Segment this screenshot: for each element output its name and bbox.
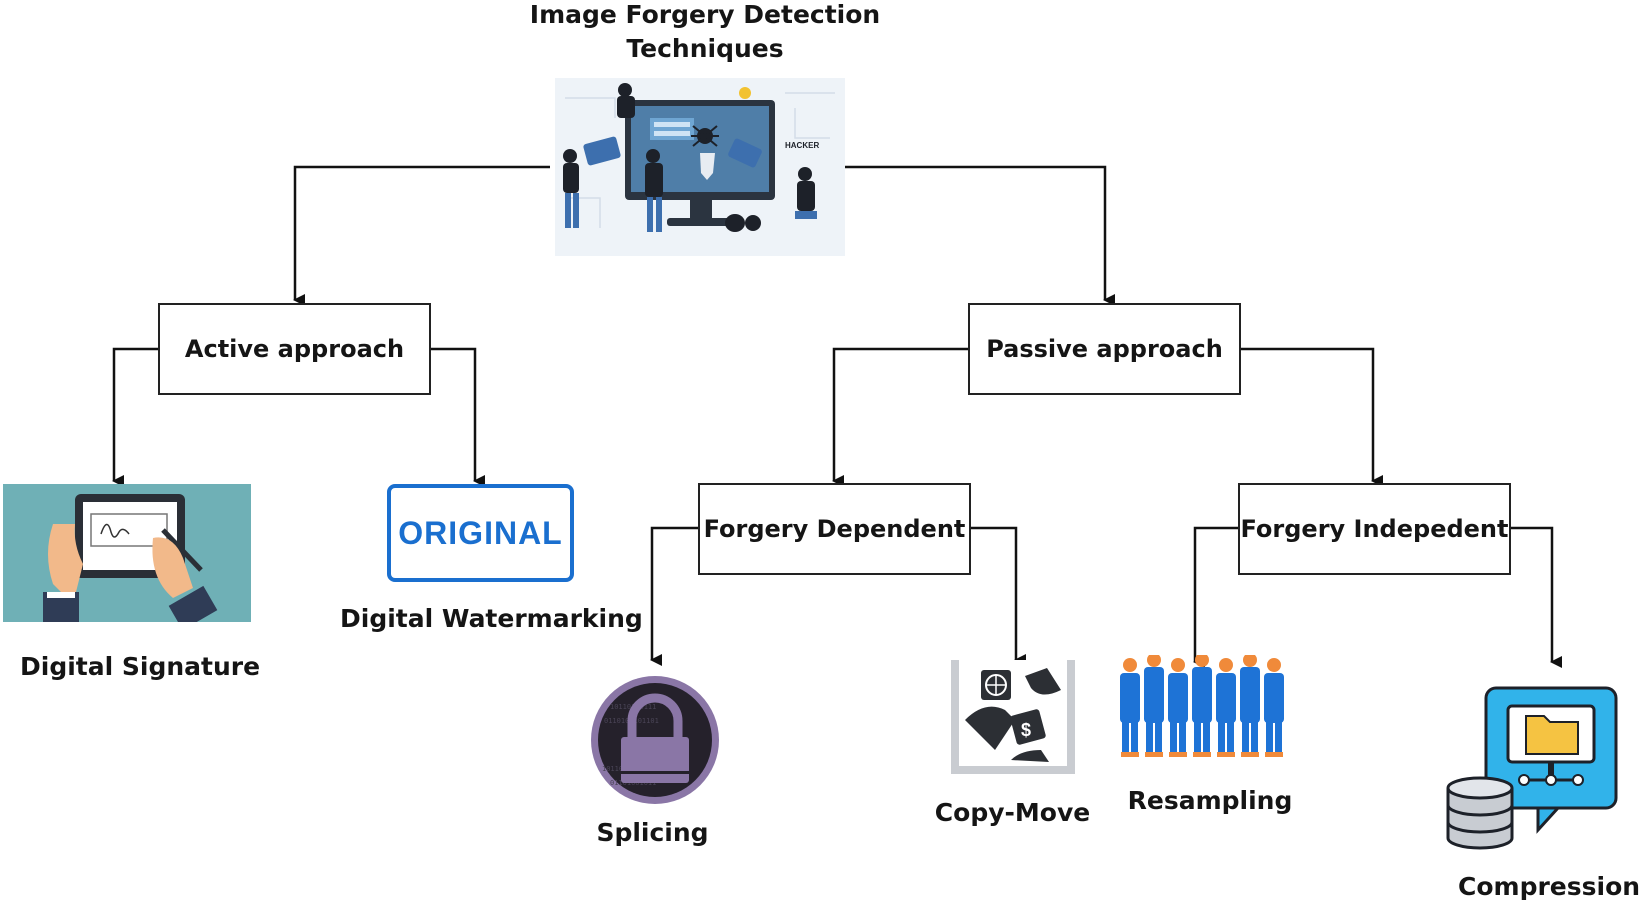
forgery-independent-box: Forgery Indepedent <box>1238 483 1511 575</box>
edge-dependent-splicing <box>650 526 700 666</box>
hacker-text: HACKER <box>785 141 819 150</box>
hacker-illustration: HACKER <box>555 78 845 256</box>
compression-label: Compression <box>1458 872 1641 901</box>
active-approach-box: Active approach <box>158 303 431 395</box>
root-title-line1: Image Forgery Detection <box>529 0 881 29</box>
edge-active-signature <box>112 347 160 487</box>
compression-icon <box>1446 686 1618 850</box>
passive-approach-box: Passive approach <box>968 303 1241 395</box>
edge-root-passive <box>845 165 1115 306</box>
root-title-line2: Techniques <box>626 34 784 63</box>
digital-signature-label: Digital Signature <box>20 652 261 681</box>
original-badge: ORIGINAL <box>387 484 574 582</box>
forgery-dependent-box: Forgery Dependent <box>698 483 971 575</box>
edge-dependent-copymove <box>970 526 1026 666</box>
copy-move-icon: $ <box>951 660 1075 774</box>
splicing-label: Splicing <box>596 818 709 847</box>
resampling-label: Resampling <box>1127 786 1293 815</box>
edge-independent-resampling <box>1193 526 1238 668</box>
edge-passive-independent <box>1240 347 1383 487</box>
original-badge-text: ORIGINAL <box>398 514 563 551</box>
digital-watermarking-label: Digital Watermarking <box>340 604 643 633</box>
digital-signature-icon <box>3 484 251 622</box>
edge-active-watermark <box>430 347 485 487</box>
resampling-people-icon <box>1120 655 1284 757</box>
svg-text:$: $ <box>1021 720 1031 740</box>
edge-root-active <box>293 165 550 306</box>
edge-passive-dependent <box>832 347 970 487</box>
edge-independent-compression <box>1510 526 1562 668</box>
copy-move-label: Copy-Move <box>934 798 1091 827</box>
